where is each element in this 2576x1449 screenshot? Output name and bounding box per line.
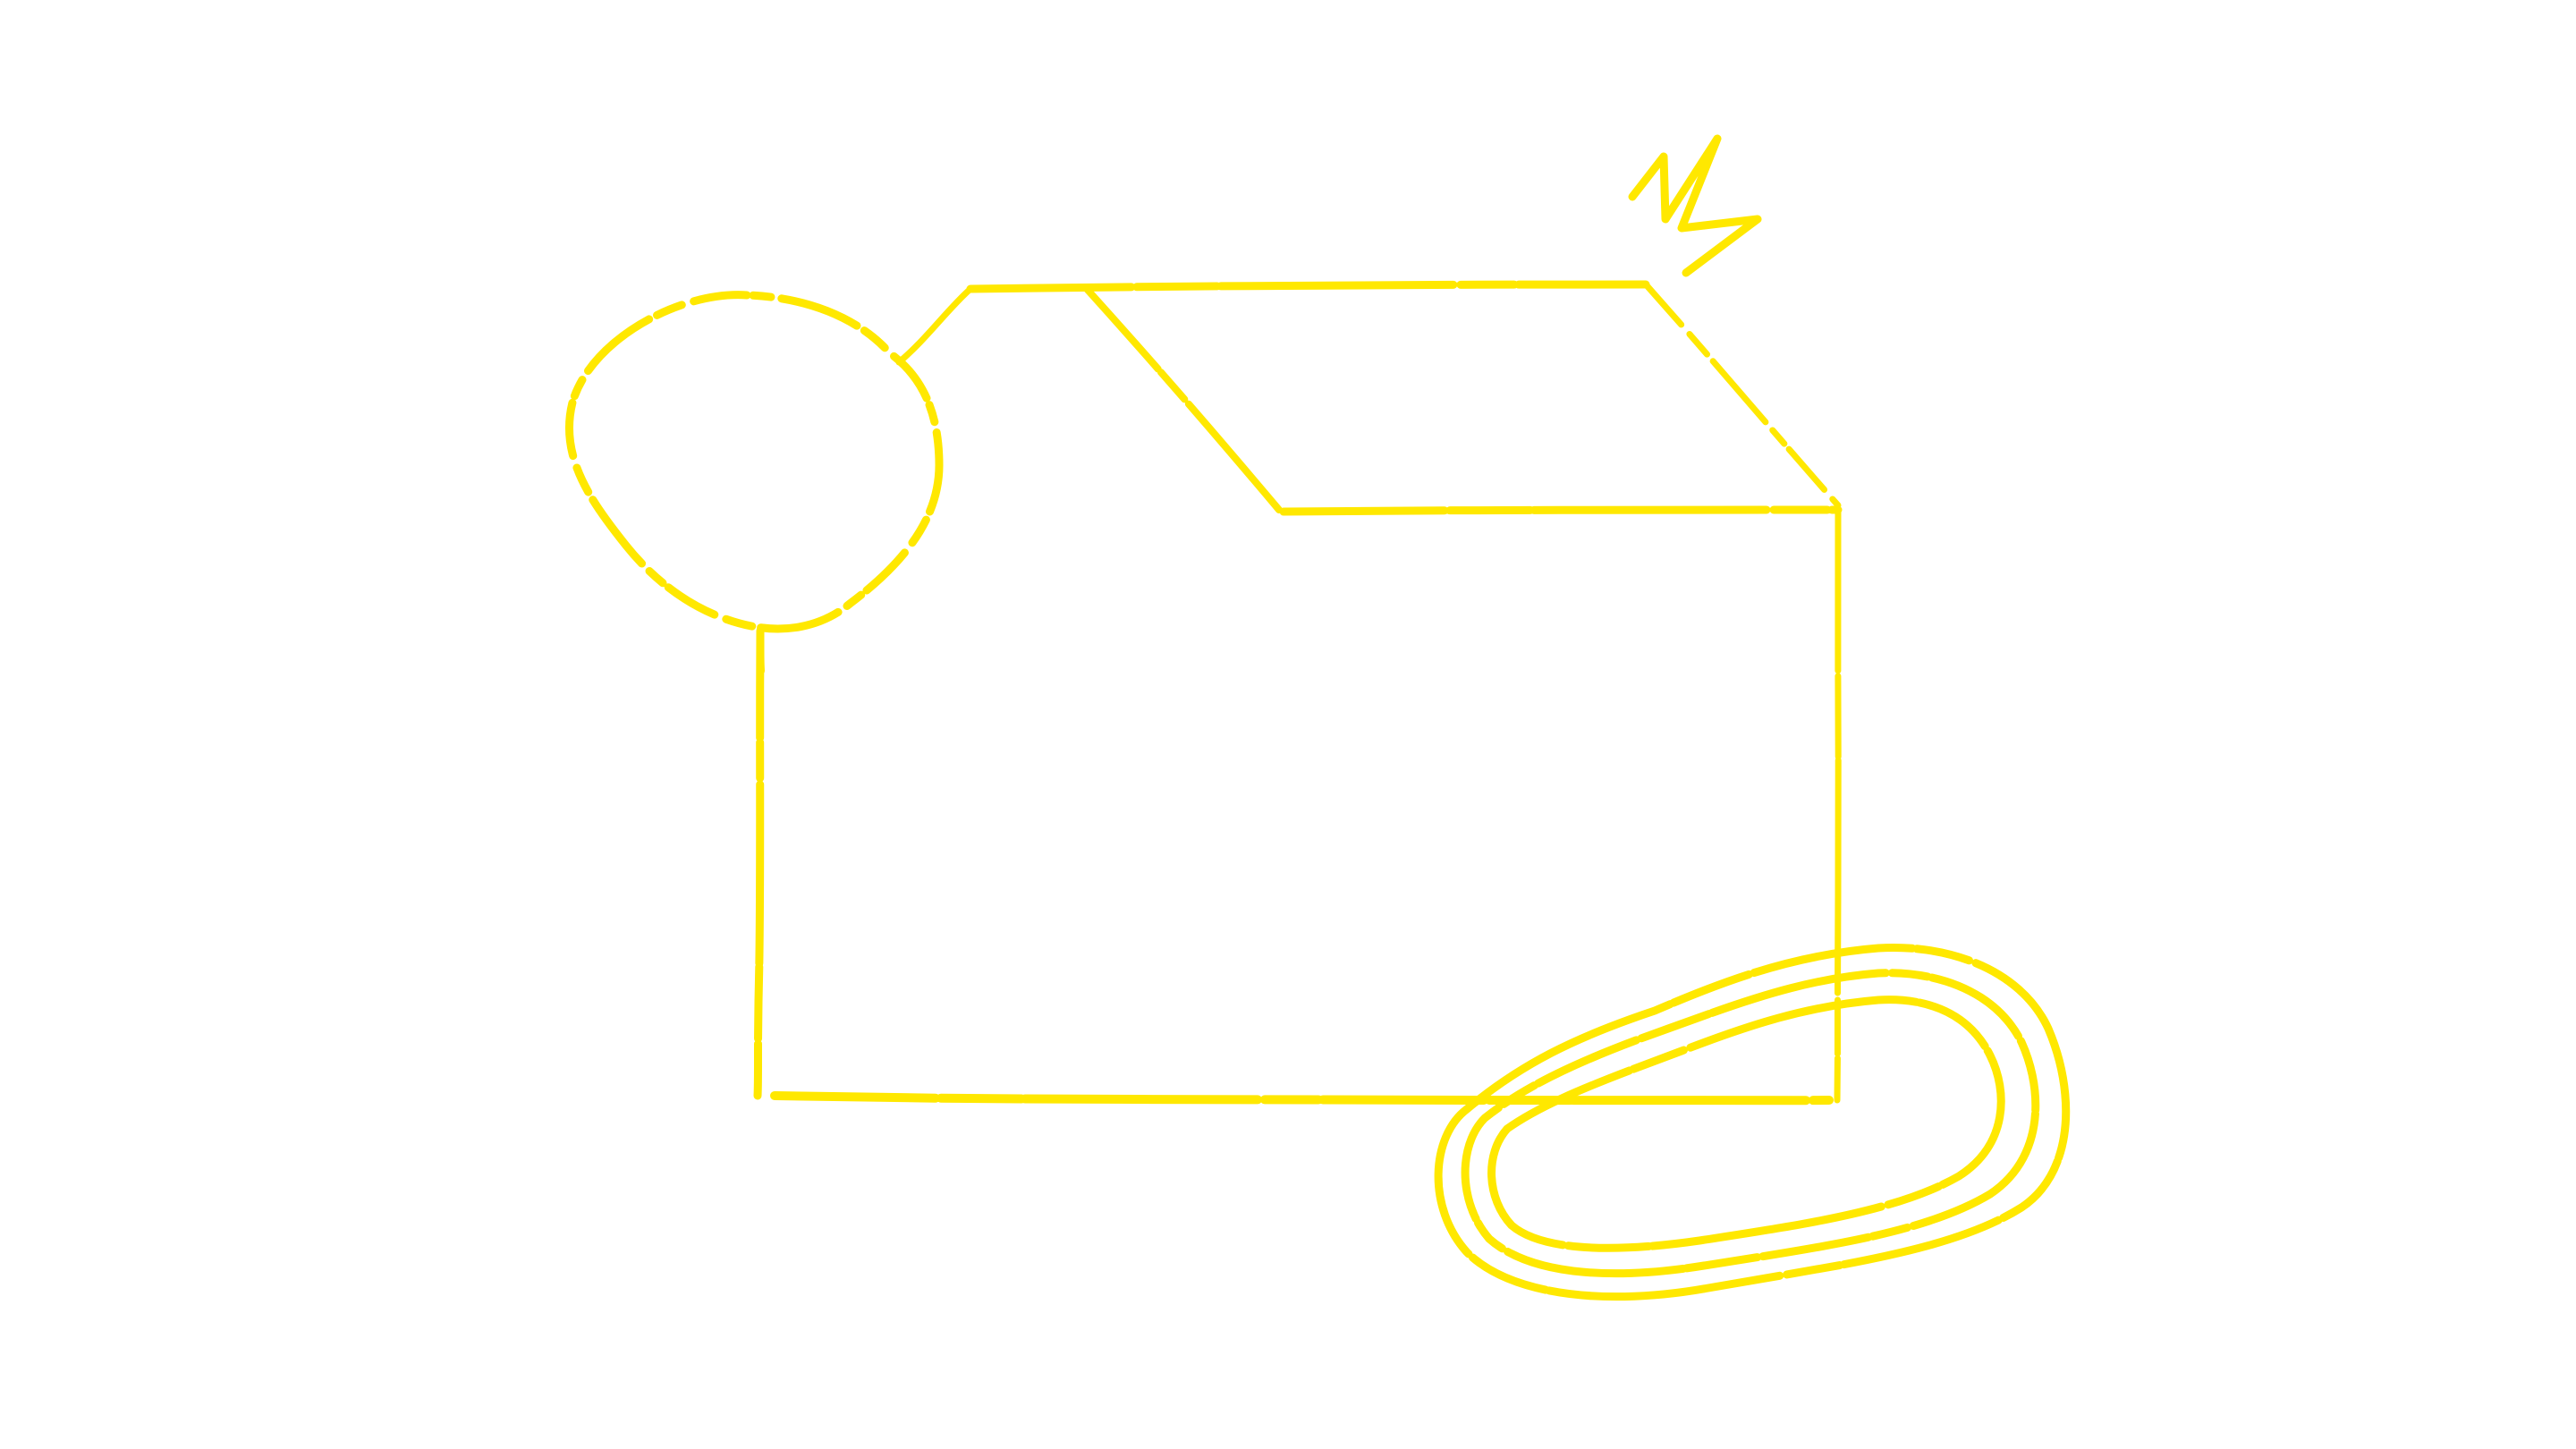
balloon-outline <box>565 291 944 633</box>
box-top-back-edge <box>966 280 1650 293</box>
coil-outer-ring <box>1434 943 2071 1301</box>
balloon-string <box>757 627 765 674</box>
box-front-right-edge <box>1834 506 1842 1104</box>
box-top-inner-diagonal <box>1083 285 1283 513</box>
coil-middle-ring <box>1461 969 2040 1278</box>
open-box-icon <box>753 280 1843 1106</box>
box-front-bottom-edge <box>770 1091 1834 1106</box>
box-front-left-edge <box>753 626 765 1100</box>
coiled-loop-icon <box>1434 943 2071 1301</box>
coil-inner-ring <box>1487 996 2005 1252</box>
balloon-icon <box>565 291 944 674</box>
box-top-right-diagonal <box>1642 281 1842 509</box>
spark-zigzag <box>1628 134 1762 277</box>
box-top-front-edge <box>1279 505 1843 516</box>
box-flap-edge <box>895 285 974 366</box>
lightning-spark-icon <box>1628 134 1762 277</box>
